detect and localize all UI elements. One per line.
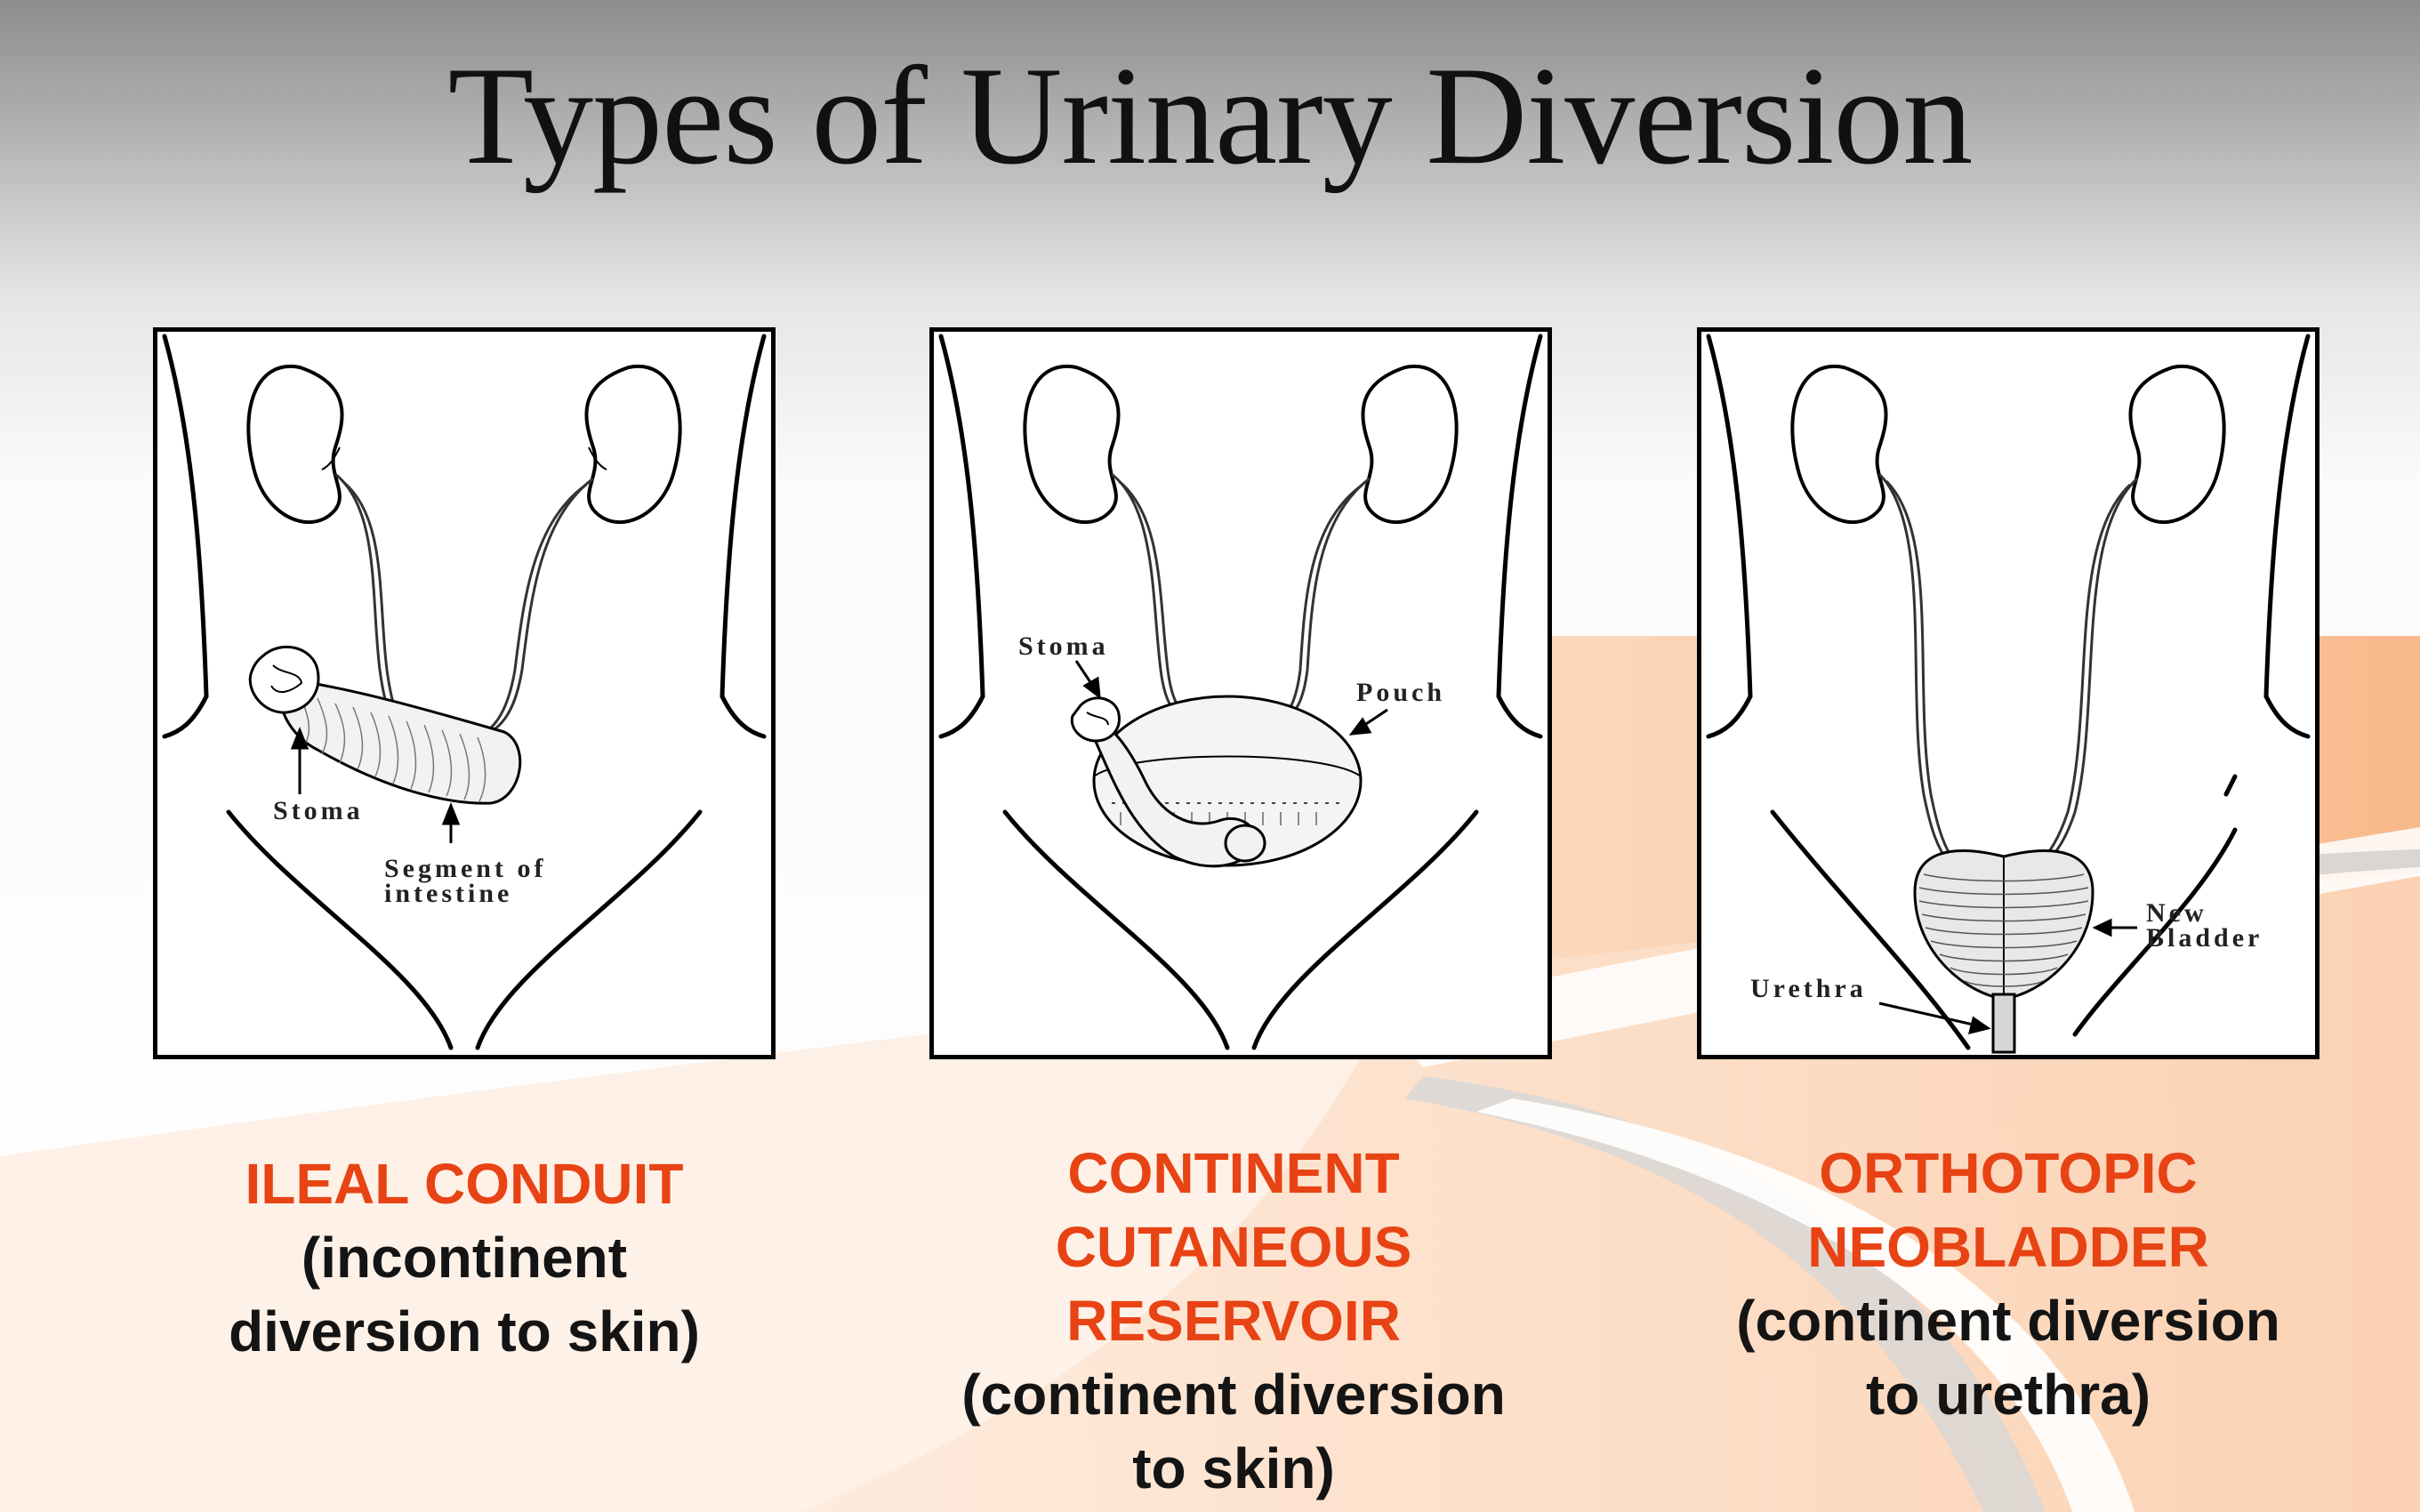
label-stoma: Stoma — [273, 799, 364, 824]
stoma-icon — [250, 647, 318, 712]
kidney-left-icon — [1792, 366, 1885, 522]
ileal-conduit-illustration — [157, 332, 771, 1055]
stoma-icon — [1072, 698, 1119, 741]
caption-name: ILEAL CONDUIT — [126, 1147, 802, 1221]
label-pouch: Pouch — [1356, 680, 1445, 705]
arrow-bladder — [2095, 921, 2137, 935]
arrow-stoma — [293, 730, 307, 794]
arrow-segment — [444, 806, 458, 843]
caption-continent-cutaneous-reservoir: CONTINENT CUTANEOUS RESERVOIR (continent… — [896, 1137, 1572, 1506]
caption-desc: diversion to skin) — [126, 1295, 802, 1369]
label-stoma: Stoma — [1018, 634, 1109, 659]
slide-title: Types of Urinary Diversion — [0, 36, 2420, 197]
continent-reservoir-illustration — [934, 332, 1548, 1055]
panel-ileal-conduit: Stoma Segment of intestine — [153, 327, 776, 1059]
arrow-stoma — [1076, 661, 1099, 696]
caption-name: RESERVOIR — [896, 1284, 1572, 1358]
caption-desc: (continent diversion — [1670, 1284, 2346, 1358]
kidney-right-icon — [586, 366, 679, 522]
panel-orthotopic-neobladder: New Bladder Urethra — [1697, 327, 2320, 1059]
caption-name: NEOBLADDER — [1670, 1210, 2346, 1284]
caption-name: CONTINENT — [896, 1137, 1572, 1210]
caption-name: ORTHOTOPIC — [1670, 1137, 2346, 1210]
caption-desc: (continent diversion — [896, 1358, 1572, 1432]
caption-desc: (incontinent — [126, 1221, 802, 1295]
urethra-icon — [1993, 994, 2014, 1052]
new-bladder-icon — [1915, 850, 2093, 999]
arrow-urethra — [1879, 1003, 1988, 1033]
caption-desc: to urethra) — [1670, 1358, 2346, 1432]
kidney-right-icon — [1363, 366, 1456, 522]
kidney-left-icon — [248, 366, 342, 522]
kidney-left-icon — [1025, 366, 1118, 522]
caption-orthotopic-neobladder: ORTHOTOPIC NEOBLADDER (continent diversi… — [1670, 1137, 2346, 1432]
arrow-pouch — [1352, 710, 1387, 734]
panel-continent-cutaneous-reservoir: Stoma Pouch — [929, 327, 1552, 1059]
kidney-right-icon — [2130, 366, 2223, 522]
caption-desc: to skin) — [896, 1432, 1572, 1506]
label-urethra: Urethra — [1750, 977, 1867, 1001]
caption-name: CUTANEOUS — [896, 1210, 1572, 1284]
caption-ileal-conduit: ILEAL CONDUIT (incontinent diversion to … — [126, 1147, 802, 1369]
label-new-bladder: New Bladder — [2146, 901, 2263, 951]
label-segment-of-intestine: Segment of intestine — [384, 857, 546, 906]
